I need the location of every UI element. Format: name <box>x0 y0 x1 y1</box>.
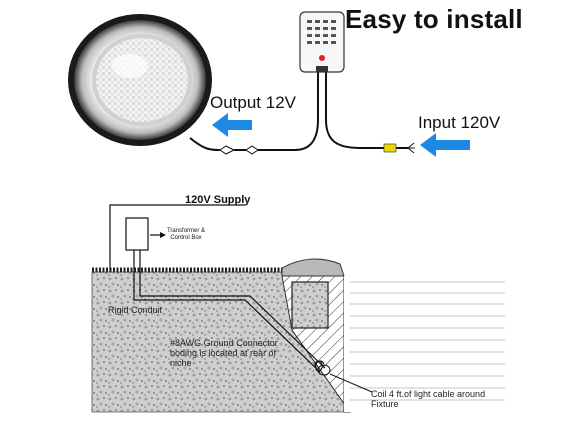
coil-label: Coil 4 ft.of light cable around Fixture <box>371 389 486 409</box>
output-cable <box>189 72 408 151</box>
wire-splice-left <box>219 145 259 155</box>
input-connector <box>383 142 415 154</box>
input-label: Input 120V <box>418 113 501 132</box>
supply-label: 120V Supply <box>185 194 251 206</box>
output-label: Output 12V <box>210 93 297 112</box>
pool-light-icon <box>68 14 212 146</box>
supply-wiring <box>109 204 326 373</box>
transformer-box-icon <box>125 217 166 251</box>
cable-coil-icon <box>314 360 373 393</box>
input-arrow-icon <box>420 133 470 157</box>
output-arrow-icon <box>212 113 252 137</box>
control-box-icon <box>299 11 345 73</box>
conduit-label: Rigid Conduit <box>108 305 163 315</box>
ground-connector-label: #8AWG Ground Connector boding is located… <box>170 338 278 368</box>
transformer-label: Transformer & Control Box <box>166 228 206 241</box>
ground-section <box>91 258 506 413</box>
diagram-title: Easy to install <box>345 4 523 34</box>
